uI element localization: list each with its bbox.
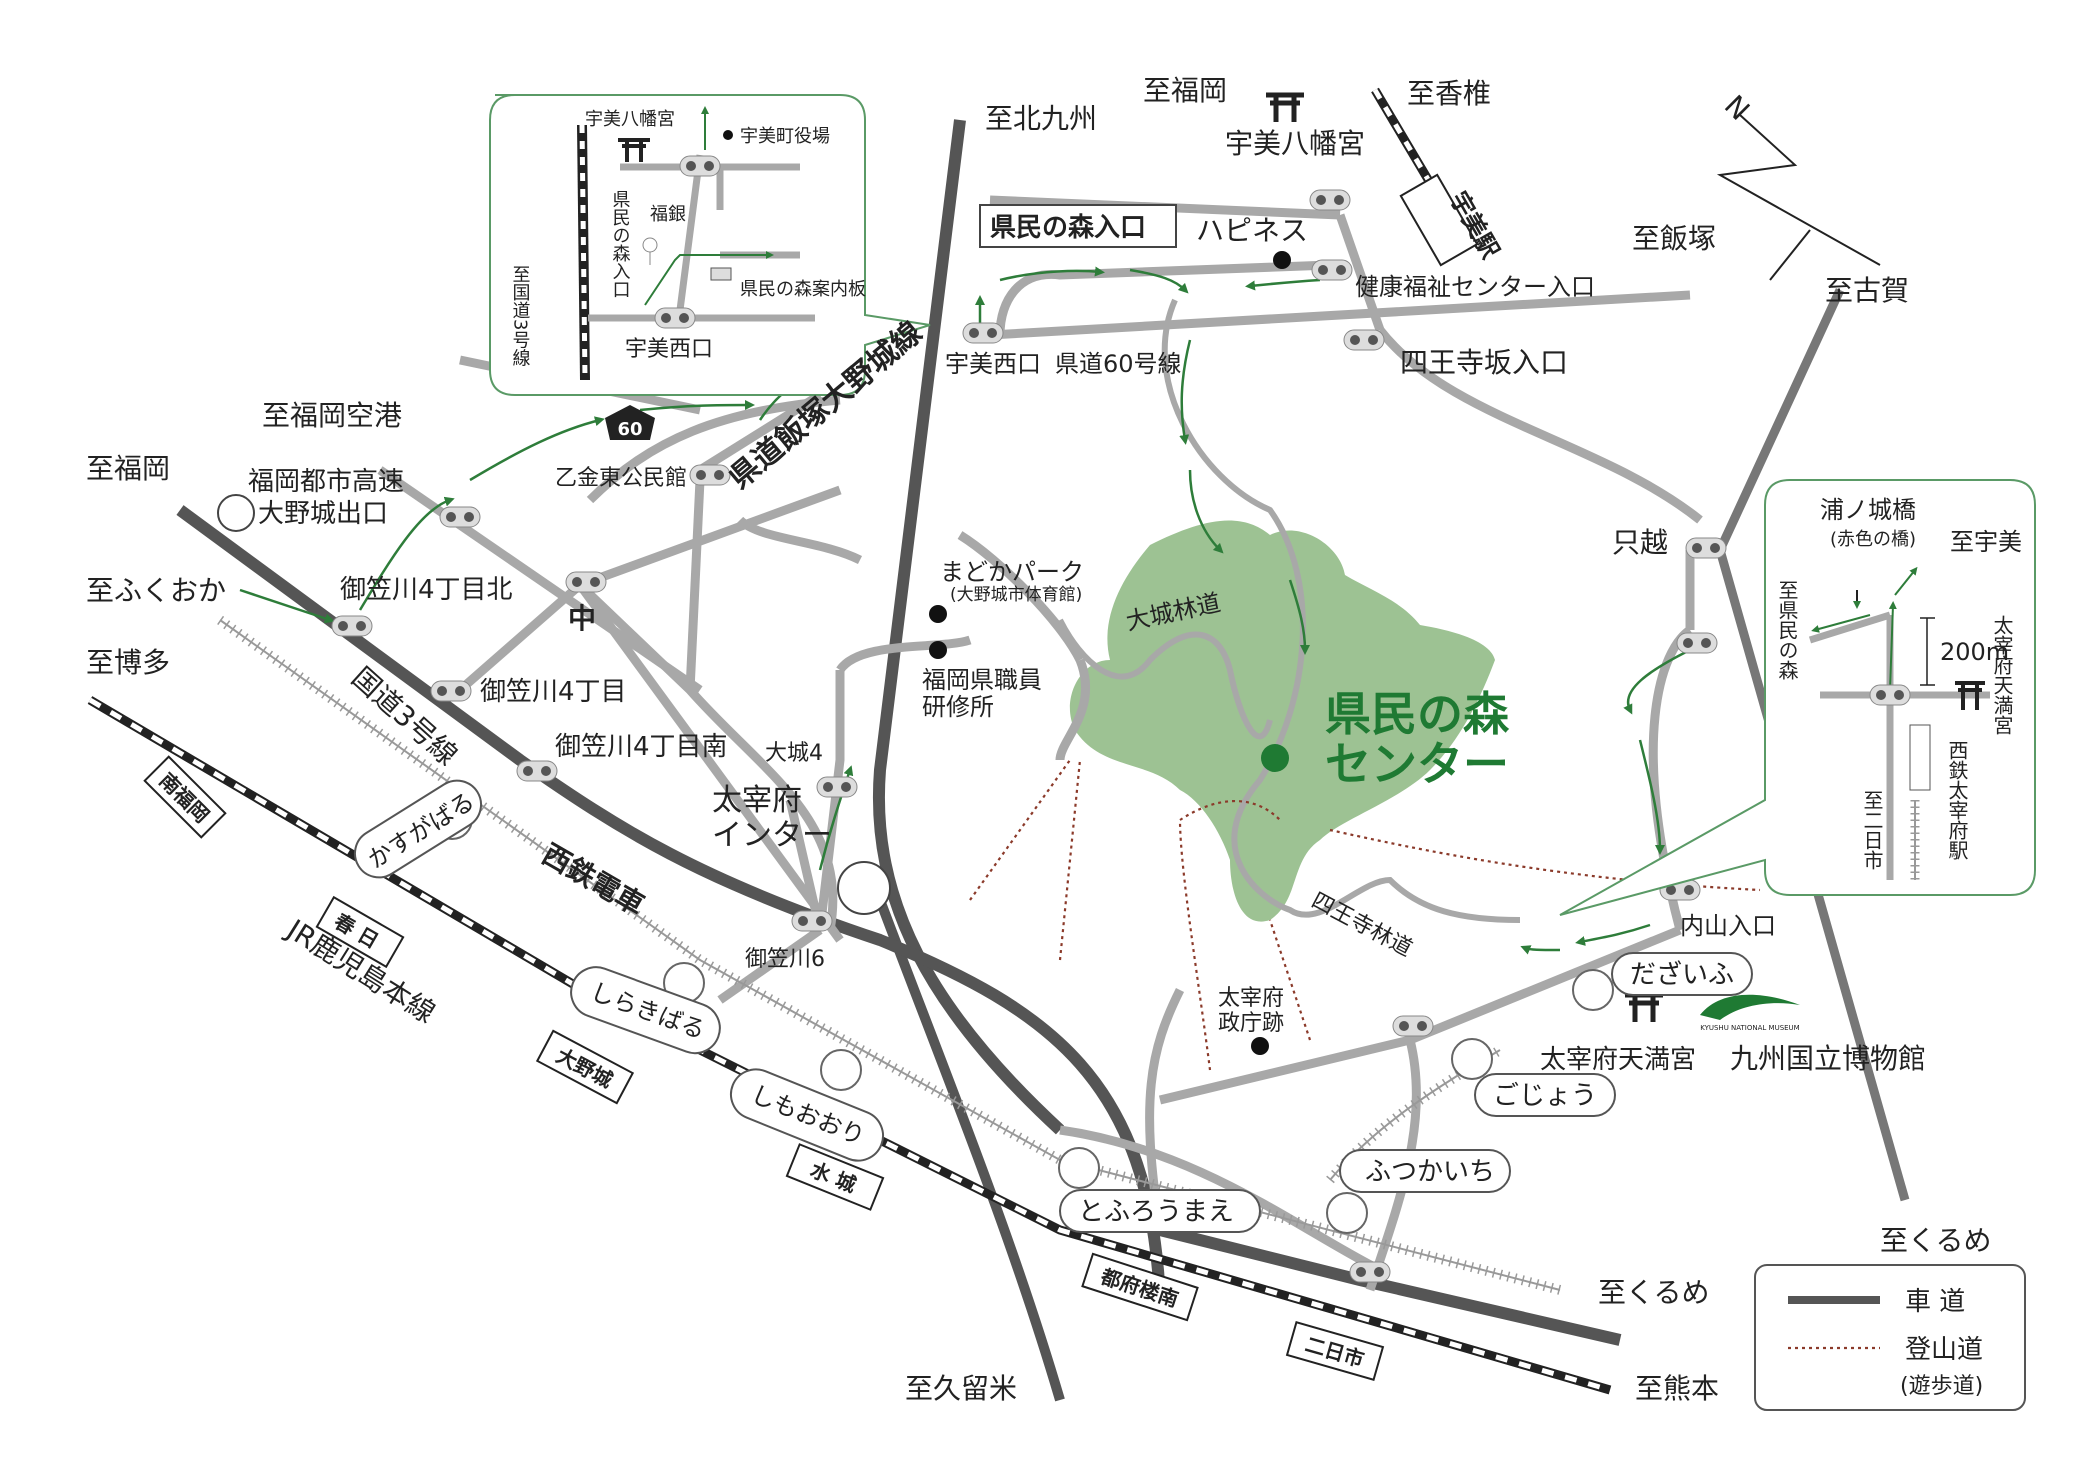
inset-dazaifu-map (1559, 479, 2036, 916)
inset-bridge-sub-label: (赤色の橋) (1830, 529, 1916, 550)
label-dazaifu-ic-2: インター (712, 818, 832, 853)
inset-futsukaichi-direction: 至二日市 (1860, 790, 1884, 870)
label-expressway-exit-2: 大野城出口 (258, 499, 388, 529)
svg-text:KYUSHU NATIONAL MUSEUM: KYUSHU NATIONAL MUSEUM (1700, 1024, 1799, 1032)
torii-gate-icon (618, 138, 650, 162)
label-nishitetsu: 西鉄電車 (537, 837, 651, 922)
label-mikasa4: 御笠川4丁目 (480, 677, 627, 707)
expressway-road (873, 119, 1065, 1135)
station-gojo: ごじょう (1493, 1081, 1597, 1111)
label-mikasa6: 御笠川6 (745, 947, 825, 972)
direction-kashii: 至香椎 (1407, 77, 1491, 110)
label-health-center: 健康福祉センター入口 (1355, 273, 1595, 301)
direction-fukuoka-top: 至福岡 (1143, 74, 1227, 107)
label-madoka-park: まどかパーク (940, 558, 1084, 586)
umi-station-box (1399, 173, 1479, 267)
station-dazaifu: だざいふ (1630, 960, 1734, 990)
torii-gate-icon (1955, 681, 1985, 710)
traffic-signals (331, 189, 1727, 1283)
direction-hakata: 至博多 (86, 646, 170, 679)
station-tofuromae: とふろうまえ (1078, 1197, 1234, 1227)
legend-trail-label: 登山道 (1905, 1335, 1983, 1365)
inset-hachimangu-label: 宇美八幡宮 (585, 109, 675, 130)
svg-text:60: 60 (617, 419, 642, 440)
label-kenmin-entrance: 県民の森入口 (990, 213, 1146, 243)
center-label-line1: 県民の森 (1325, 687, 1510, 741)
inset-tenmangu-label: 太宰府天満宮 (1990, 615, 2014, 735)
label-prefroad60: 県道60号線 (1055, 350, 1182, 378)
direction-fukuoka-airport: 至福岡空港 (262, 399, 402, 432)
compass-icon (1716, 114, 1881, 281)
label-naka: 中 (568, 602, 596, 635)
station-circles (431, 798, 1614, 1234)
label-shiouji-entrance: 四王寺坂入口 (1400, 346, 1568, 379)
direction-fukuoka-left: 至福岡 (86, 452, 170, 485)
direction-iizuka: 至飯塚 (1632, 222, 1716, 255)
direction-kurume-kanji: 至久留米 (905, 1372, 1017, 1405)
label-uchiyama: 内山入口 (1680, 912, 1776, 940)
inset-route3-label: 至国道3号線 (510, 265, 531, 366)
inset-town-office-label: 宇美町役場 (740, 126, 830, 147)
label-training-center-1: 福岡県職員 (922, 666, 1042, 694)
inset-info-board-label: 県民の森案内板 (740, 279, 866, 300)
label-shiouji-rindo: 四王寺林道 (1307, 888, 1416, 962)
inset-distance-label: 200m (1940, 638, 2009, 666)
label-mikasa4n: 御笠川4丁目北 (340, 575, 513, 605)
inset-kenmin-direction: 至県民の森 (1775, 580, 1799, 680)
label-umi-hachimangu: 宇美八幡宮 (1225, 127, 1365, 160)
route3-road (176, 505, 1166, 1301)
label-training-center-2: 研修所 (922, 693, 994, 721)
museum-logo-icon: KYUSHU NATIONAL MUSEUM (1700, 994, 1800, 1032)
label-museum: 九州国立博物館 (1730, 1042, 1926, 1075)
label-mikasa4s: 御笠川4丁目南 (555, 732, 728, 762)
inset-station-label: 西鉄太宰府駅 (1945, 740, 1969, 861)
label-seichoato-2: 政庁跡 (1218, 1011, 1284, 1036)
direction-fukuoka-hira: 至ふくおか (86, 574, 226, 607)
landmark-dots (929, 251, 1291, 1055)
legend: 車 道 登山道 (遊歩道) (1754, 1264, 2026, 1411)
oki-rindo-road (1057, 618, 1273, 740)
kenmin-entrance-sign (979, 204, 1177, 248)
forest-area (1069, 520, 1495, 922)
legend-trail-sub-label: (遊歩道) (1900, 1374, 1983, 1399)
inset-entrance-label: 県民の森入口 (610, 190, 631, 298)
station-capsules (353, 779, 1753, 1233)
interchanges (217, 494, 891, 915)
inset-umi-map (489, 94, 931, 396)
label-expressway-exit-1: 福岡都市高速 (248, 467, 404, 497)
torii-gate-icon (1266, 92, 1304, 122)
compass-north-label: N (1718, 89, 1756, 127)
direction-koga: 至古賀 (1825, 274, 1909, 307)
label-tadagoe: 只越 (1612, 526, 1668, 559)
torii-gate-icon (1625, 992, 1663, 1022)
direction-kurume-bottom: 至くるめ (1880, 1224, 1991, 1257)
label-madoka-park-sub: (大野城市体育館) (950, 585, 1082, 605)
label-happiness: ハピネス (1196, 214, 1308, 247)
jr-station-boxes (143, 755, 1385, 1381)
direction-kitakyushu: 至北九州 (985, 102, 1097, 135)
center-marker (1261, 744, 1289, 772)
label-dazaifu-ic-1: 太宰府 (712, 783, 802, 818)
direction-kumamoto: 至熊本 (1635, 1372, 1719, 1405)
label-otogane: 乙金東公民館 (555, 466, 687, 491)
inset-nishiguchi-label: 宇美西口 (625, 337, 713, 362)
label-umi-nishiguchi: 宇美西口 (945, 350, 1041, 378)
inset-umi-direction: 至宇美 (1950, 528, 2022, 556)
expressway-south (875, 898, 1065, 1402)
route60-badge: 60 (605, 405, 655, 440)
direction-kurume-right: 至くるめ (1598, 1276, 1709, 1309)
label-tenmangu: 太宰府天満宮 (1540, 1045, 1696, 1075)
center-label-line2: センター (1325, 737, 1509, 791)
inset-bridge-label: 浦ノ城橋 (1820, 496, 1916, 524)
label-seichoato-1: 太宰府 (1218, 986, 1284, 1011)
label-daijo4: 大城4 (765, 741, 823, 766)
inset-bank-label: 福銀 (650, 204, 686, 225)
legend-road-label: 車 道 (1905, 1287, 1965, 1317)
station-futsukaichi: ふつかいち (1365, 1157, 1495, 1187)
shiouji-rindo-road (1161, 298, 1521, 923)
